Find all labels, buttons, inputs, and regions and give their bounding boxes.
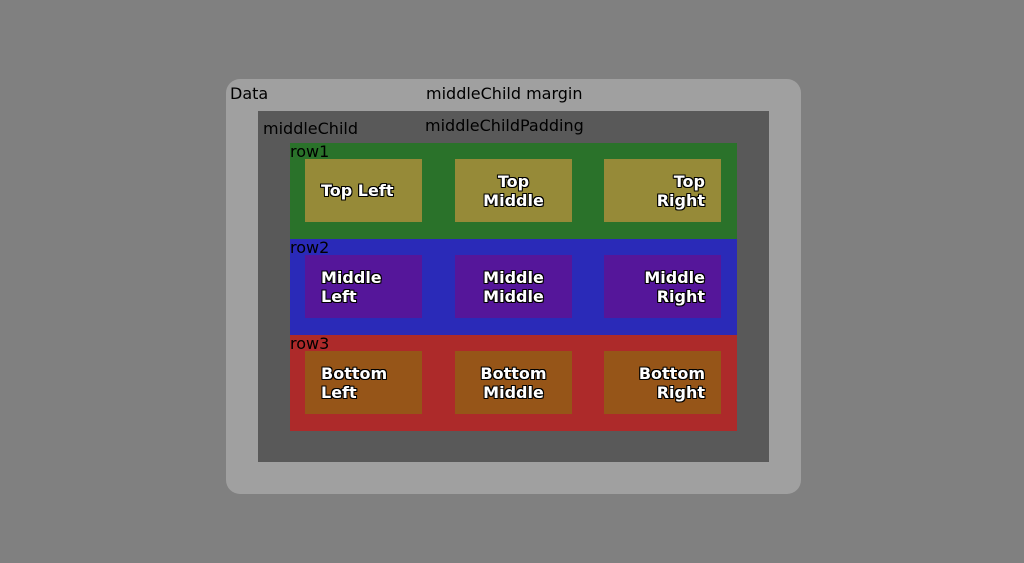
cell-middle-middle: Middle Middle — [455, 255, 572, 318]
row-1-label: row1 — [290, 142, 330, 161]
row-2: row2 Middle Left Middle Middle Middle Ri… — [290, 239, 737, 335]
middle-child-padding-label: middleChildPadding — [425, 116, 584, 135]
cell-top-middle: Top Middle — [455, 159, 572, 222]
cell-bottom-left-line2: Left — [321, 382, 357, 402]
row-2-label: row2 — [290, 238, 330, 257]
cell-top-right: Top Right — [604, 159, 721, 222]
cell-bottom-left: Bottom Left — [305, 351, 422, 414]
cell-middle-middle-line1: Middle — [483, 267, 544, 287]
row-3: row3 Bottom Left Bottom Middle Bottom Ri… — [290, 335, 737, 431]
cell-middle-left-line1: Middle Left — [321, 267, 382, 306]
cell-middle-left: Middle Left — [305, 255, 422, 318]
cell-middle-right: Middle Right — [604, 255, 721, 318]
cell-bottom-right-line1: Bottom — [638, 363, 705, 383]
cell-bottom-right: Bottom Right — [604, 351, 721, 414]
cell-bottom-left-line1: Bottom — [321, 363, 388, 383]
cell-top-middle-line1: Top Middle — [483, 171, 544, 210]
middle-child-margin-label: middleChild margin — [426, 84, 583, 103]
cell-bottom-middle-line2: Middle — [483, 382, 544, 402]
row-3-label: row3 — [290, 334, 330, 353]
cell-middle-middle-line2: Middle — [483, 286, 544, 306]
cell-top-left-line1: Top Left — [321, 181, 394, 200]
cell-bottom-right-line2: Right — [656, 382, 705, 402]
data-label: Data — [230, 84, 269, 103]
cell-bottom-middle: Bottom Middle — [455, 351, 572, 414]
cell-top-right-line1: Top Right — [656, 171, 705, 210]
cell-middle-right-line1: Middle — [644, 267, 705, 287]
middle-child-label: middleChild — [263, 119, 358, 138]
cell-bottom-middle-line1: Bottom — [480, 363, 547, 383]
cell-top-left: Top Left — [305, 159, 422, 222]
row-1: row1 Top Left Top Middle Top Right — [290, 143, 737, 239]
cell-middle-right-line2: Right — [656, 286, 705, 306]
